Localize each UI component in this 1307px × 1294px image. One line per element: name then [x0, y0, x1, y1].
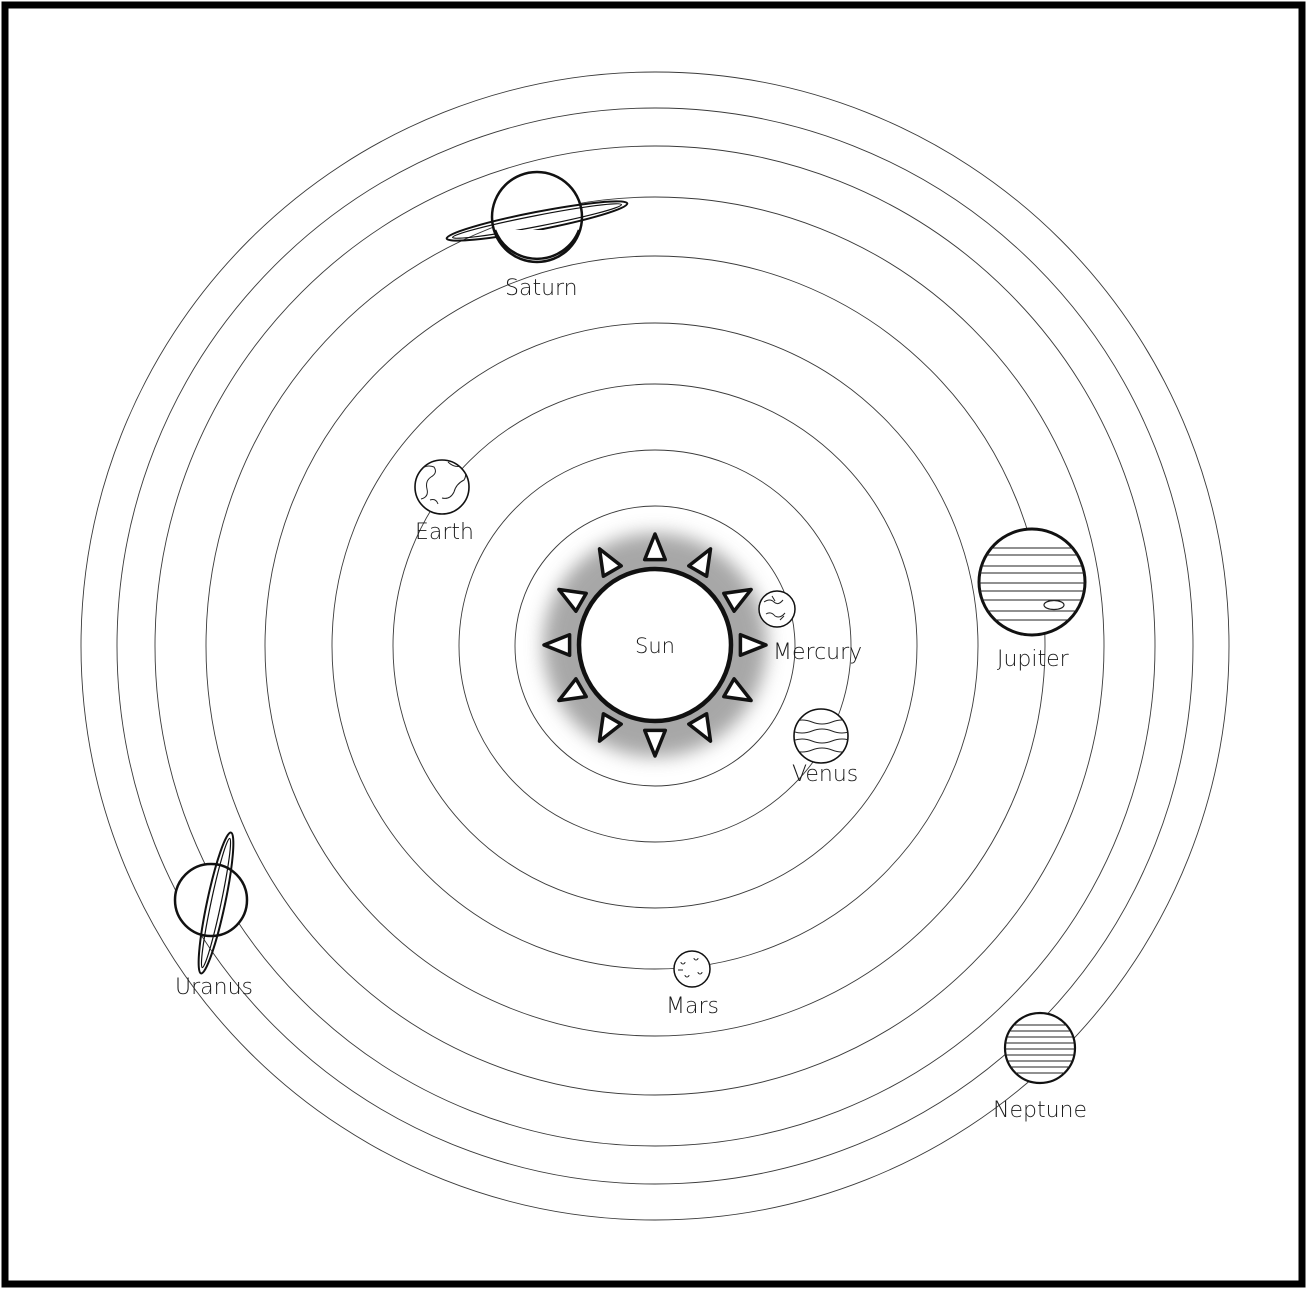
neptune-icon — [1003, 1013, 1078, 1083]
uranus-icon — [175, 831, 247, 976]
venus-icon — [792, 709, 852, 763]
venus-label: Venus — [792, 762, 858, 787]
earth-icon — [415, 460, 469, 514]
saturn-label: Saturn — [505, 276, 578, 301]
mercury-label: Mercury — [773, 640, 862, 665]
neptune-label: Neptune — [993, 1098, 1087, 1123]
mars-icon — [674, 951, 710, 987]
saturn-icon — [445, 172, 629, 262]
uranus-label: Uranus — [175, 975, 253, 1000]
jupiter-icon — [975, 529, 1090, 635]
earth-label: Earth — [415, 520, 474, 545]
sun-label: Sun — [635, 634, 675, 658]
mercury-icon — [759, 591, 795, 627]
jupiter-label: Jupiter — [997, 647, 1070, 672]
mars-label: Mars — [666, 994, 719, 1019]
